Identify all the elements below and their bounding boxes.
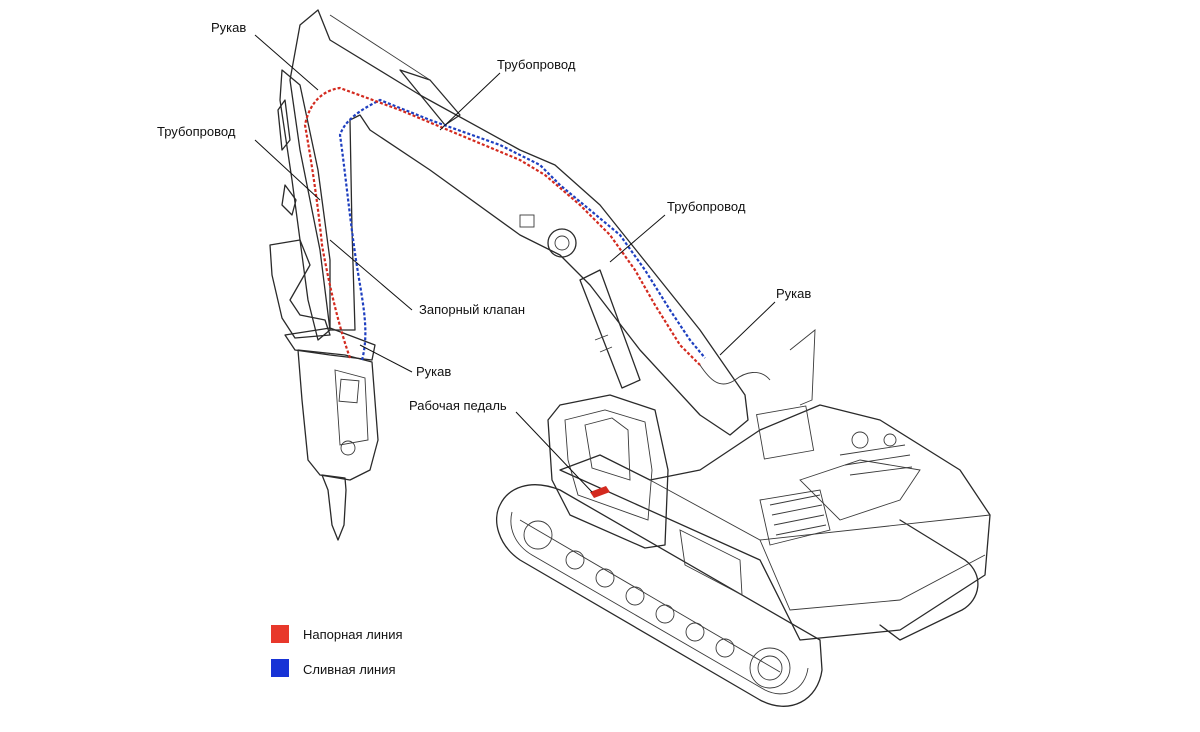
- boom-pivot: [547, 228, 577, 258]
- upper-structure: [559, 404, 991, 641]
- excavator-base: [496, 329, 991, 707]
- leader-hose-right: [719, 301, 776, 356]
- stick-linkage: [269, 239, 331, 339]
- legend-label-drain: Сливная линия: [303, 662, 396, 677]
- drain-line: [338, 98, 706, 361]
- label-work-pedal: Рабочая педаль: [409, 398, 507, 413]
- engine-deck: [679, 329, 921, 596]
- leader-hose-breaker: [359, 344, 413, 373]
- boom: [289, 9, 749, 436]
- breaker-chisel: [321, 474, 347, 541]
- callout-labels: Рукав Трубопровод Трубопровод Трубопрово…: [157, 20, 811, 413]
- leader-work-pedal: [515, 411, 593, 493]
- legend-swatch-pressure: [271, 625, 289, 643]
- boom-arm: [269, 9, 749, 436]
- rear-track: [879, 519, 979, 641]
- leader-pipeline-boom: [609, 214, 666, 263]
- callout-leaders: [254, 34, 776, 493]
- cab: [547, 394, 669, 549]
- label-shutoff-valve: Запорный клапан: [419, 302, 525, 317]
- boom-cylinder: [579, 269, 641, 389]
- legend-label-pressure: Напорная линия: [303, 627, 403, 642]
- leader-pipeline-upper: [439, 72, 501, 131]
- pressure-line: [303, 86, 701, 366]
- hydraulic-lines: [303, 86, 771, 385]
- label-pipeline-left: Трубопровод: [157, 124, 236, 139]
- crawler-track: [496, 484, 823, 707]
- hydraulic-breaker: [284, 327, 379, 541]
- work-pedal-mark: [590, 486, 610, 498]
- label-hose-right: Рукав: [776, 286, 811, 301]
- label-hose-breaker: Рукав: [416, 364, 451, 379]
- label-hose-top: Рукав: [211, 20, 246, 35]
- legend-swatch-drain: [271, 659, 289, 677]
- arm-cylinder: [399, 69, 461, 126]
- leader-pipeline-left: [254, 139, 321, 201]
- breaker-body: [297, 349, 379, 481]
- label-pipeline-boom: Трубопровод: [667, 199, 746, 214]
- leader-shutoff-valve: [329, 239, 413, 311]
- label-pipeline-upper: Трубопровод: [497, 57, 576, 72]
- track-rollers: [523, 520, 791, 689]
- breaker-bracket: [284, 327, 376, 361]
- leader-hose-top: [254, 34, 319, 91]
- legend: Напорная линия Сливная линия: [271, 625, 403, 677]
- stick: [279, 69, 331, 341]
